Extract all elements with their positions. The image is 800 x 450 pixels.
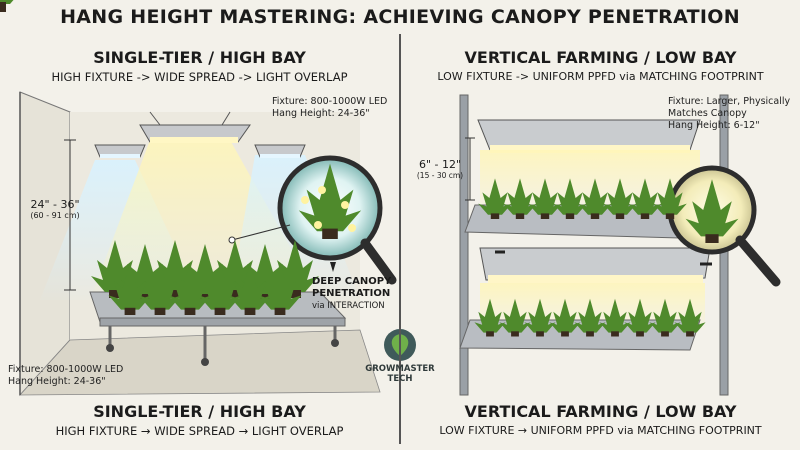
callout-line-2: PENETRATION bbox=[312, 288, 391, 299]
right-lower-plant bbox=[574, 298, 606, 337]
left-dimension-cm: (60 - 91 cm) bbox=[30, 211, 80, 220]
magnified-right-plant bbox=[685, 179, 739, 243]
right-note-top-fixture: Fixture: Larger, Physically bbox=[668, 96, 791, 107]
right-upper-plant bbox=[503, 178, 537, 219]
light-point bbox=[341, 201, 349, 209]
right-lower-plant bbox=[524, 298, 556, 337]
right-upper-plant bbox=[628, 178, 662, 219]
right-subtitle-bottom: LOW FIXTURE → UNIFORM PPFD via MATCHING … bbox=[439, 424, 762, 437]
right-upper-plant bbox=[528, 178, 562, 219]
light-point bbox=[348, 224, 356, 232]
left-note-top: Fixture: 800-1000W LED Hang Height: 24-3… bbox=[272, 96, 387, 120]
magnified-left-plant bbox=[298, 163, 362, 239]
left-note-top-height: Hang Height: 24-36" bbox=[272, 108, 370, 119]
right-lower-plant bbox=[549, 298, 581, 337]
callout-line-3: via INTERACTION bbox=[312, 301, 385, 311]
light-point bbox=[301, 196, 309, 204]
right-lower-plant bbox=[499, 298, 531, 337]
left-note-bottom: Fixture: 800-1000W LED Hang Height: 24-3… bbox=[8, 364, 123, 388]
light-point bbox=[318, 186, 326, 194]
right-note-top: Fixture: Larger, Physically Matches Cano… bbox=[668, 96, 790, 132]
right-lower-plant bbox=[674, 298, 706, 337]
left-subtitle-bottom: HIGH FIXTURE → WIDE SPREAD → LIGHT OVERL… bbox=[55, 424, 344, 438]
page-title: HANG HEIGHT MASTERING: ACHIEVING CANOPY … bbox=[60, 6, 740, 28]
right-upper-plant bbox=[603, 178, 637, 219]
left-note-bottom-fixture: Fixture: 800-1000W LED bbox=[8, 364, 124, 375]
right-dimension-cm: (15 - 30 cm) bbox=[416, 171, 464, 180]
right-note-top-canopy: Matches Canopy bbox=[668, 108, 747, 119]
left-note-top-fixture: Fixture: 800-1000W LED bbox=[272, 96, 388, 107]
left-dimension-label: 24" - 36" (60 - 91 cm) bbox=[26, 198, 84, 220]
callout-line-1: DEEP CANOPY bbox=[312, 276, 392, 287]
left-plant bbox=[258, 262, 302, 315]
right-title-top: VERTICAL FARMING / LOW BAY bbox=[464, 48, 737, 67]
left-note-bottom-height: Hang Height: 24-36" bbox=[8, 376, 106, 387]
right-upper-plant bbox=[578, 178, 612, 219]
logo-text: GROWMASTER TECH bbox=[350, 364, 450, 384]
center-divider bbox=[399, 34, 401, 444]
light-point bbox=[314, 221, 322, 229]
left-dimension-main: 24" - 36" bbox=[30, 198, 80, 211]
right-upper-plant bbox=[553, 178, 587, 219]
left-fixtures bbox=[94, 111, 306, 158]
right-lower-plant bbox=[474, 298, 506, 337]
right-dimension-label: 6" - 12" (15 - 30 cm) bbox=[414, 158, 466, 180]
right-title-bottom: VERTICAL FARMING / LOW BAY bbox=[464, 402, 737, 421]
left-subtitle-top: HIGH FIXTURE -> WIDE SPREAD -> LIGHT OVE… bbox=[51, 70, 348, 84]
left-plants bbox=[0, 0, 14, 12]
right-dimension-arrow bbox=[465, 137, 475, 201]
right-upper-plant bbox=[653, 178, 687, 219]
logo-line-2: TECH bbox=[387, 374, 413, 384]
right-note-top-height: Hang Height: 6-12" bbox=[668, 120, 760, 131]
left-callout: DEEP CANOPY PENETRATION via INTERACTION bbox=[312, 276, 398, 312]
right-lower-plant bbox=[624, 298, 656, 337]
right-lower-plant bbox=[649, 298, 681, 337]
left-title-bottom: SINGLE-TIER / HIGH BAY bbox=[93, 402, 306, 421]
right-upper-plant bbox=[478, 178, 512, 219]
left-title-top: SINGLE-TIER / HIGH BAY bbox=[93, 48, 306, 67]
right-dimension-main: 6" - 12" bbox=[418, 158, 462, 171]
logo-line-1: GROWMASTER bbox=[365, 364, 435, 374]
right-lower-plant bbox=[599, 298, 631, 337]
right-subtitle-top: LOW FIXTURE -> UNIFORM PPFD via MATCHING… bbox=[437, 70, 764, 83]
left-dimension-arrow bbox=[64, 139, 76, 291]
